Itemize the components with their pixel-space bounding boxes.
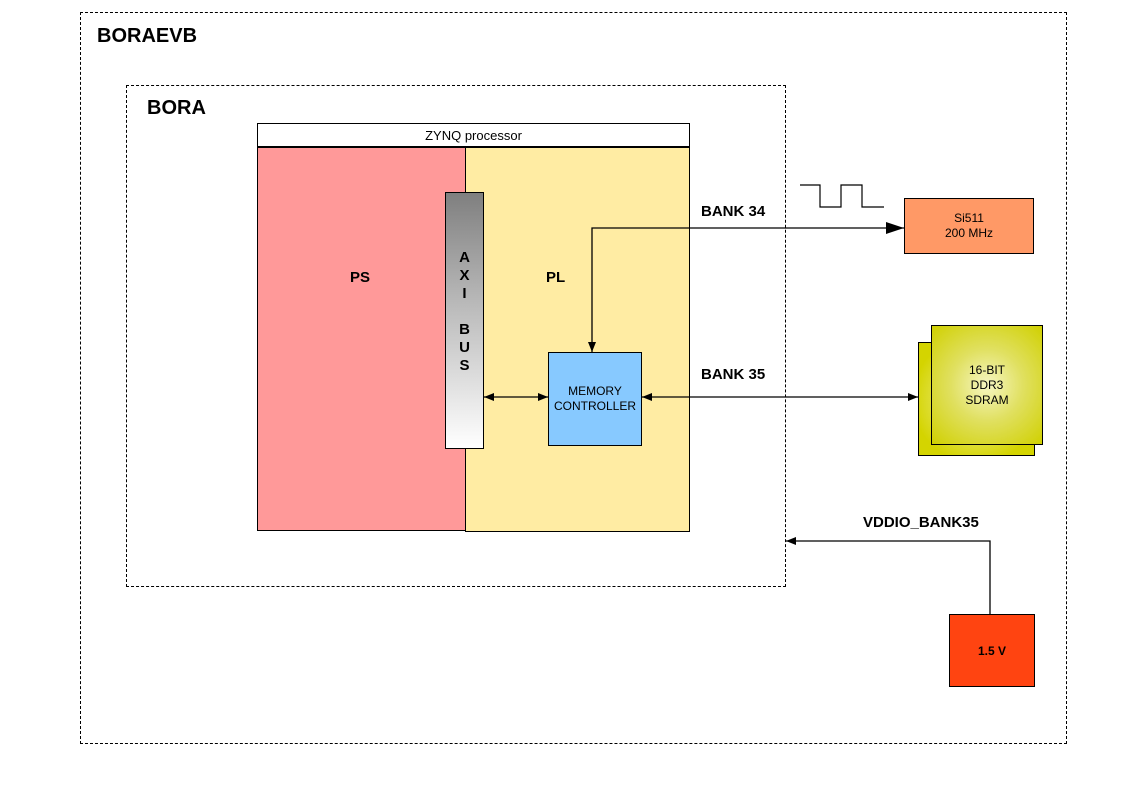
memory-controller-line: MEMORY (568, 384, 622, 398)
oscillator-frequency: 200 MHz (944, 226, 994, 240)
axi-bus-letter: X (459, 267, 470, 284)
boraevb-board (80, 12, 1067, 744)
boraevb-label: BORAEVB (97, 25, 198, 47)
pl-region (465, 148, 690, 532)
bora-module (126, 85, 786, 587)
bora-label: BORA (147, 97, 206, 119)
bank35-label: BANK 35 (701, 366, 766, 383)
zynq-processor-header: ZYNQ processor (257, 123, 690, 148)
vddio-bank35-label: VDDIO_BANK35 (863, 514, 979, 531)
axi-bus-letter: A (459, 249, 470, 266)
vddio-wire (786, 537, 991, 614)
sdram-kind: SDRAM (965, 392, 1009, 407)
axi-bus-letter: S (459, 357, 470, 374)
memory-controller-line: CONTROLLER (553, 399, 636, 413)
oscillator-part: Si511 (954, 211, 984, 225)
clock-waveform-icon (800, 184, 884, 208)
ps-region (257, 148, 466, 531)
axi-bus-letter: I (462, 285, 467, 302)
oscillator-arrowhead (886, 222, 904, 234)
ps-label: PS (350, 269, 371, 286)
bank34-clock-wire (588, 227, 904, 352)
sdram-width: 16-BIT (968, 362, 1005, 377)
bank34-label: BANK 34 (701, 203, 766, 220)
sdram-type: DDR3 (970, 377, 1004, 392)
power-voltage-label: 1.5 V (977, 643, 1007, 658)
sdram-chip: 16-BIT DDR3 SDRAM (931, 325, 1043, 445)
power-1v5: 1.5 V (949, 614, 1035, 687)
memory-controller: MEMORY CONTROLLER (548, 352, 642, 446)
zynq-processor-title: ZYNQ processor (425, 127, 522, 143)
pl-label: PL (546, 269, 566, 286)
axi-bus-letter: B (459, 321, 470, 338)
axi-bus-letter: U (459, 339, 470, 356)
si511-oscillator: Si511 200 MHz (904, 198, 1034, 254)
